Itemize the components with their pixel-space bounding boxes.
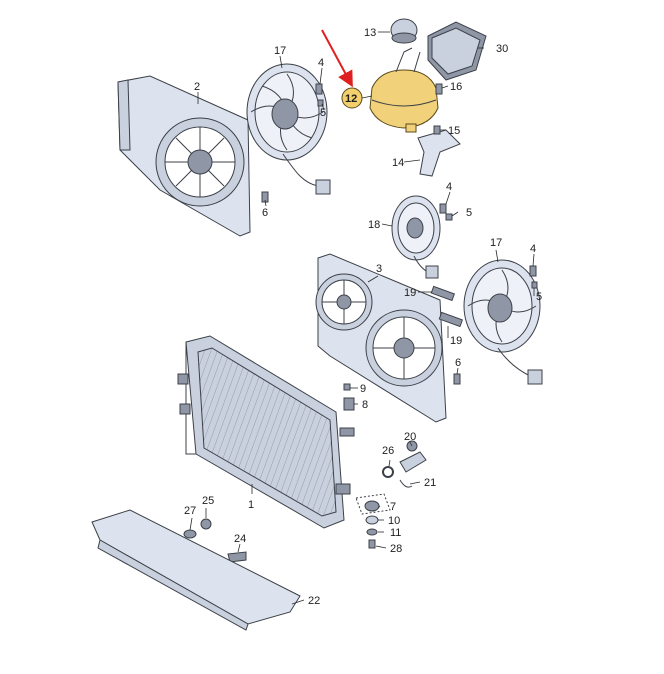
callout-27: 27 bbox=[184, 505, 196, 517]
callout-18: 18 bbox=[368, 219, 380, 231]
callout-1: 1 bbox=[248, 499, 254, 511]
bracket-part-24[interactable] bbox=[227, 551, 247, 563]
callout-11: 11 bbox=[390, 527, 401, 539]
screw-part-5-right bbox=[531, 281, 538, 289]
screw-part-16 bbox=[435, 83, 443, 95]
fan-shroud-part-3[interactable] bbox=[315, 253, 447, 423]
callout-2: 2 bbox=[194, 81, 200, 93]
coolant-expansion-tank-part-12[interactable] bbox=[369, 47, 439, 133]
callout-9: 9 bbox=[360, 383, 366, 395]
callout-19-a: 19 bbox=[404, 287, 416, 299]
cooling-fan-part-17-upper[interactable] bbox=[246, 63, 331, 195]
mount-stack[interactable] bbox=[364, 500, 380, 549]
callout-4-right: 4 bbox=[530, 243, 536, 255]
callout-4-mid: 4 bbox=[446, 181, 452, 193]
callout-labels: 2 17 4 5 6 13 30 12 16 15 14 4 5 18 17 4… bbox=[184, 27, 542, 607]
temperature-sensor-part-20[interactable] bbox=[399, 440, 427, 473]
strip-part-19-a[interactable] bbox=[430, 285, 456, 302]
callout-21: 21 bbox=[424, 477, 436, 489]
radiator-part-1[interactable] bbox=[177, 335, 355, 529]
clip-part-8[interactable] bbox=[343, 397, 355, 411]
part-27 bbox=[183, 529, 197, 539]
screw-part-9 bbox=[343, 383, 351, 391]
part-25 bbox=[200, 518, 212, 530]
callout-24: 24 bbox=[234, 533, 246, 545]
callout-10: 10 bbox=[388, 515, 400, 527]
callout-20: 20 bbox=[404, 431, 416, 443]
cooling-fan-part-18[interactable] bbox=[391, 195, 441, 279]
callout-16: 16 bbox=[450, 81, 462, 93]
clip-part-21 bbox=[399, 479, 413, 488]
callout-12-highlight[interactable]: 12 bbox=[341, 87, 363, 109]
callout-12: 12 bbox=[345, 93, 357, 105]
callout-28: 28 bbox=[390, 543, 402, 555]
leader-lines bbox=[189, 31, 535, 605]
callout-4-upper: 4 bbox=[318, 57, 324, 69]
callout-15: 15 bbox=[448, 125, 460, 137]
screw-part-4-mid bbox=[439, 203, 447, 214]
callout-14: 14 bbox=[392, 157, 404, 169]
callout-5-upper: 5 bbox=[320, 107, 326, 119]
callout-17-lower: 17 bbox=[490, 237, 502, 249]
callout-30: 30 bbox=[496, 43, 508, 55]
o-ring-part-26 bbox=[382, 466, 394, 478]
screw-part-4-right bbox=[529, 265, 537, 277]
highlight-arrow bbox=[321, 29, 353, 88]
callout-7: 7 bbox=[390, 501, 396, 513]
callout-6-upper: 6 bbox=[262, 207, 268, 219]
callout-5-right: 5 bbox=[536, 291, 542, 303]
cap-part-13[interactable] bbox=[390, 18, 418, 44]
screw-part-15 bbox=[433, 125, 441, 135]
mount-outline bbox=[355, 493, 391, 515]
callout-25: 25 bbox=[202, 495, 214, 507]
fan-shroud-part-2[interactable] bbox=[117, 75, 251, 237]
callout-8: 8 bbox=[362, 399, 368, 411]
air-guide-part-22[interactable] bbox=[91, 509, 301, 631]
callout-5-mid: 5 bbox=[466, 207, 472, 219]
screw-part-5-mid bbox=[445, 213, 453, 221]
callout-22: 22 bbox=[308, 595, 320, 607]
callout-6-mid: 6 bbox=[455, 357, 461, 369]
screw-part-6-mid bbox=[453, 373, 461, 385]
strip-part-19-b[interactable] bbox=[438, 311, 464, 328]
callout-19-b: 19 bbox=[450, 335, 462, 347]
callout-13: 13 bbox=[364, 27, 376, 39]
callout-26: 26 bbox=[382, 445, 394, 457]
callout-17-upper: 17 bbox=[274, 45, 286, 57]
module-part-30[interactable] bbox=[427, 21, 487, 81]
cooling-fan-part-17-lower[interactable] bbox=[463, 259, 543, 385]
callout-3: 3 bbox=[376, 263, 382, 275]
bracket-part-14[interactable] bbox=[417, 129, 461, 177]
